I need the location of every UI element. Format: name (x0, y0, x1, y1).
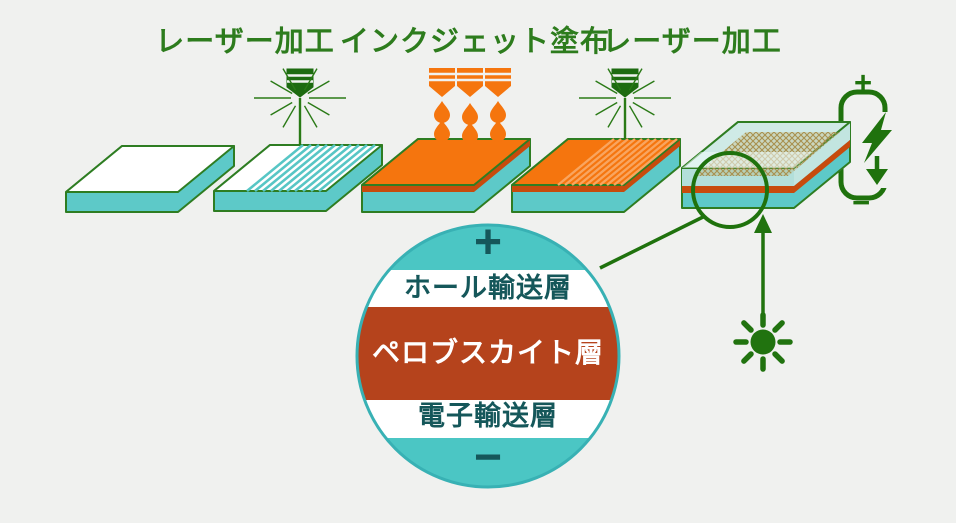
electron-transport-band (357, 400, 619, 438)
substrate-panel (65, 145, 235, 213)
laser-patterned-coating-panel (511, 138, 681, 213)
laser-patterned-substrate-panel (213, 143, 383, 212)
process-label-inkjet: インクジェット塗布 (339, 26, 610, 58)
sun-icon (733, 312, 793, 372)
down-arrow-icon (866, 169, 888, 185)
connector-line (599, 215, 704, 270)
laser-groove-stripes (557, 138, 678, 186)
hole-transport-band (357, 270, 619, 307)
process-label-laser-1: レーザー加工 (155, 26, 335, 58)
layer-detail-circle (355, 223, 621, 489)
finished-solar-cell-panel (681, 121, 851, 209)
detail-minus-label: − (473, 431, 503, 484)
inkjet-printer-icon (427, 66, 513, 144)
up-arrow-icon (754, 214, 772, 318)
hole-transport-layer-label: ホール輸送層 (404, 273, 572, 303)
circuit-minus-label: − (851, 185, 871, 220)
perovskite-layer-label: ペロブスカイト層 (371, 337, 604, 368)
detail-plus-label: + (473, 216, 503, 269)
electron-transport-layer-label: 電子輸送層 (418, 401, 558, 431)
laser-groove-stripes (246, 143, 376, 193)
magnifier-circle-icon (691, 151, 769, 229)
inkjet-coated-panel (361, 138, 531, 213)
circuit-plus-label: + (853, 65, 873, 100)
perovskite-band (357, 307, 619, 400)
lightning-bolt-icon (862, 112, 892, 185)
process-label-laser-2: レーザー加工 (602, 26, 782, 58)
